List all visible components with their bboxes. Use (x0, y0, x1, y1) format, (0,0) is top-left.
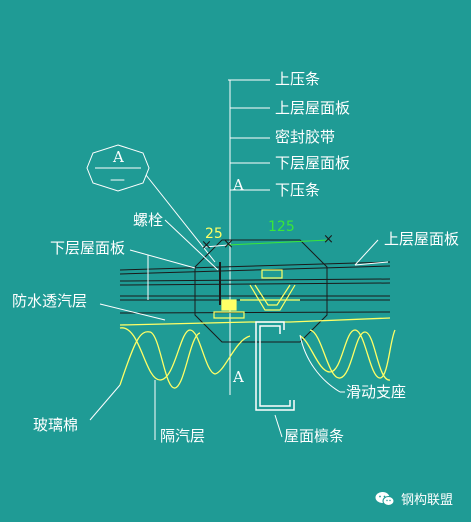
label-sliding-support: 滑动支座 (346, 383, 406, 401)
dim-right-value: 125 (268, 219, 295, 235)
label-sealing-tape: 密封胶带 (275, 128, 335, 146)
detail-octagon (194, 239, 328, 343)
glass-wool-insulation (119, 317, 396, 389)
detail-bubble: A — (86, 144, 216, 263)
label-lower-batten: 下压条 (275, 181, 320, 199)
dim-left-value: 25 (205, 226, 223, 242)
label-lower-roof-panel: 下层屋面板 (275, 154, 350, 172)
label-upper-batten: 上压条 (275, 70, 320, 88)
svg-text:×: × (201, 238, 212, 253)
roof-panel-layers (119, 261, 391, 314)
label-lower-panel-left: 下层屋面板 (50, 239, 125, 257)
svg-text:×: × (223, 237, 234, 252)
roof-purlin (255, 321, 295, 411)
section-mark-bottom: A (232, 368, 244, 386)
left-leaders (89, 249, 196, 440)
label-upper-panel-right: 上层屋面板 (384, 230, 459, 248)
right-leaders (274, 239, 389, 438)
sliding-clip (213, 269, 300, 319)
label-glass-wool: 玻璃棉 (33, 416, 78, 434)
detail-bubble-top-text: A (112, 148, 124, 166)
label-vapor-permeable-layer: 防水透汽层 (12, 292, 87, 310)
watermark: 钢构联盟 (375, 489, 453, 508)
watermark-text: 钢构联盟 (400, 493, 453, 508)
label-bolt: 螺栓 (133, 211, 163, 229)
detail-bubble-bottom-text: — (110, 170, 125, 188)
label-vapor-barrier: 隔汽层 (160, 427, 205, 445)
label-upper-roof-panel: 上层屋面板 (275, 99, 350, 117)
section-mark-top: A (232, 176, 244, 194)
bolt (164, 219, 221, 305)
wechat-icon (375, 491, 395, 506)
dimension-lines: × × × 25 125 (201, 219, 334, 253)
svg-text:×: × (323, 232, 334, 247)
label-roof-purlin: 屋面檩条 (284, 427, 344, 445)
